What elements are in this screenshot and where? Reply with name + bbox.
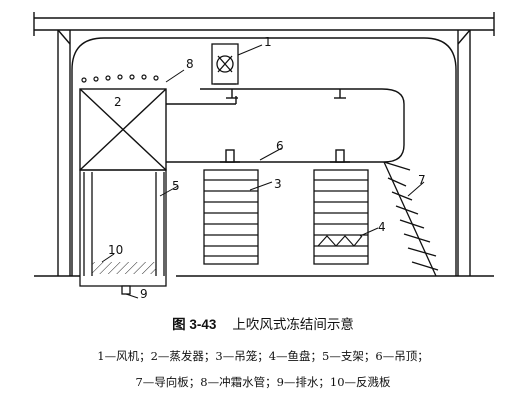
- label-1: 1: [264, 35, 272, 49]
- fan-motor: [211, 43, 239, 85]
- hanging-cage-left: [203, 169, 259, 265]
- ceiling-hangers: [220, 149, 350, 163]
- label-9: 9: [140, 287, 148, 300]
- leader-lines: [101, 44, 425, 299]
- label-4: 4: [378, 220, 386, 234]
- label-8: 8: [186, 57, 194, 71]
- anti-splash-plate: [92, 262, 156, 274]
- evaporator: [79, 88, 167, 171]
- legend-line-1: 1—风机；2—蒸发器；3—吊笼；4—鱼盘；5—支架；6—吊顶；: [97, 349, 429, 363]
- freezing-room-diagram: 1 2 3 4 5 6 7 8 9 10: [33, 12, 495, 300]
- fish-trays: [317, 235, 363, 247]
- duct-hangers: [226, 89, 346, 99]
- legend-line-2: 7—导向板；8—冲霜水管；9—排水；10—反溅板: [135, 375, 391, 389]
- label-3: 3: [274, 177, 282, 191]
- label-10: 10: [108, 243, 123, 257]
- label-5: 5: [172, 179, 180, 193]
- inner-room-outline: [71, 37, 457, 276]
- defrost-water-pipe: [81, 74, 159, 83]
- label-6: 6: [276, 139, 284, 153]
- guide-plates: [383, 161, 439, 277]
- label-2: 2: [114, 95, 122, 109]
- figure-caption: 图 3-43 上吹风式冻结间示意: [0, 313, 526, 333]
- roof-beam: [33, 12, 495, 36]
- walls: [57, 29, 471, 276]
- drain: [121, 285, 131, 295]
- air-duct: [166, 88, 405, 163]
- label-7: 7: [418, 173, 426, 187]
- figure-number: 图 3-43: [172, 317, 217, 332]
- hanging-cage-right: [313, 169, 369, 265]
- figure-title: 上吹风式冻结间示意: [232, 317, 354, 333]
